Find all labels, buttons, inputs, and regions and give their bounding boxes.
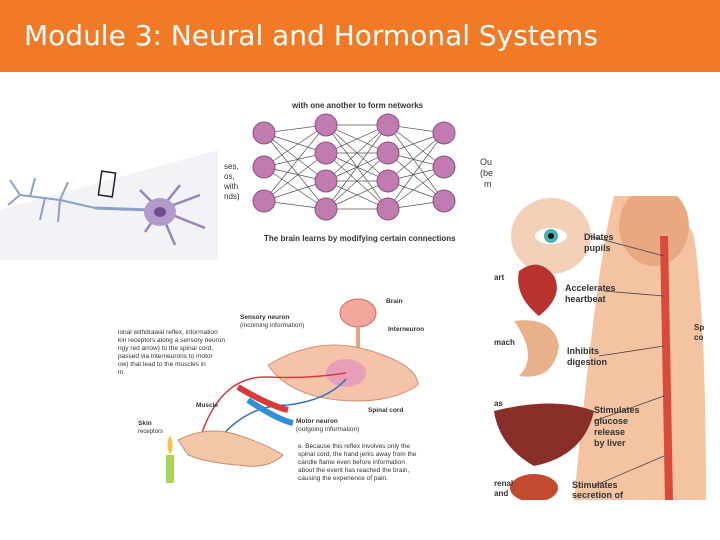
skin-label-2: receptors bbox=[138, 429, 163, 435]
organ-fragment-stomach: mach bbox=[494, 338, 515, 347]
spinal-cord-label: Spinal cord bbox=[368, 407, 403, 414]
network-connection bbox=[387, 132, 445, 182]
sensory-neuron-label: Sensory neuron bbox=[240, 314, 290, 321]
organ-fragment-adrenal: renal bbox=[494, 479, 513, 488]
network-node bbox=[252, 155, 276, 179]
organ-fragment-heart: art bbox=[494, 273, 505, 282]
network-right-fragment-3: m bbox=[484, 179, 492, 189]
network-connection bbox=[263, 124, 327, 168]
network-node bbox=[252, 189, 276, 213]
network-connection bbox=[387, 124, 445, 168]
effect-liver-3: release bbox=[594, 427, 625, 437]
reflex-left-text-3: ngy red arrow) to the spinal cord, bbox=[118, 345, 213, 352]
network-connection bbox=[387, 132, 445, 210]
reflex-arc-figure: ional withdrawal reflex, information kin… bbox=[118, 295, 438, 495]
network-connection bbox=[387, 124, 445, 202]
reflex-bottom-text-4: about the event has reached the brain, bbox=[298, 467, 409, 474]
reflex-bottom-text-2: spinal cord, the hand jerks away from th… bbox=[298, 451, 417, 458]
effect-inhibits-1: Inhibits bbox=[567, 346, 599, 356]
reflex-left-text-4: passed via interneurons to motor bbox=[118, 353, 213, 360]
reflex-bottom-text-3: candle flame even before information bbox=[298, 459, 405, 466]
neural-network-figure: with one another to form networks ses, o… bbox=[224, 95, 506, 250]
network-node bbox=[432, 121, 456, 145]
network-node bbox=[376, 197, 400, 221]
motor-neuron-label: Motor neuron bbox=[296, 418, 338, 425]
network-connection bbox=[325, 152, 389, 210]
effect-accelerates-2: heartbeat bbox=[565, 294, 606, 304]
network-left-fragment-1: ses, bbox=[224, 162, 239, 171]
network-connection bbox=[263, 124, 327, 202]
network-node bbox=[376, 113, 400, 137]
sensory-neuron-sub: (incoming information) bbox=[240, 322, 304, 329]
network-node bbox=[376, 141, 400, 165]
muscle-label: Muscle bbox=[196, 402, 218, 409]
effect-liver-1: Stimulates bbox=[594, 405, 640, 415]
spinal-fragment-1: Sp bbox=[694, 323, 704, 332]
network-connection bbox=[263, 166, 327, 210]
network-top-caption: with one another to form networks bbox=[291, 101, 424, 110]
reflex-left-text-1: ional withdrawal reflex, information bbox=[118, 329, 218, 336]
network-connection bbox=[387, 152, 445, 202]
network-node bbox=[376, 169, 400, 193]
network-connection bbox=[263, 132, 327, 182]
reflex-left-text-2: kin receptors along a sensory neuron bbox=[118, 337, 225, 344]
network-connection bbox=[325, 124, 389, 182]
network-node bbox=[314, 141, 338, 165]
network-left-fragment-2: os, bbox=[224, 172, 235, 181]
interneuron-label: Interneuron bbox=[388, 326, 424, 333]
motor-neuron-sub: (outgoing information) bbox=[296, 426, 359, 433]
network-connection bbox=[325, 124, 389, 210]
autonomic-system-figure: Dilates pupils Accelerates heartbeat Inh… bbox=[494, 196, 706, 500]
neuron-illustration bbox=[0, 150, 218, 260]
network-node bbox=[314, 197, 338, 221]
organ-fragment-pancreas: as bbox=[494, 399, 503, 408]
effect-secretion-2: secretion of bbox=[572, 490, 624, 500]
effect-inhibits-2: digestion bbox=[567, 357, 607, 367]
effect-dilates-1: Dilates bbox=[584, 232, 614, 242]
network-bottom-caption: The brain learns by modifying certain co… bbox=[264, 234, 456, 243]
effect-liver-2: glucose bbox=[594, 416, 628, 426]
organ-fragment-and: and bbox=[494, 489, 508, 498]
network-right-fragment-2: (be bbox=[480, 168, 493, 178]
network-node bbox=[432, 189, 456, 213]
reflex-bottom-text-5: causing the experience of pain. bbox=[298, 475, 388, 482]
brain-label: Brain bbox=[386, 298, 403, 305]
network-node bbox=[252, 121, 276, 145]
network-left-fragment-3: with bbox=[224, 182, 238, 191]
reflex-left-text-5: ow) that lead to the muscles in bbox=[118, 361, 206, 368]
network-right-fragment-1: Ou bbox=[480, 157, 492, 167]
effect-secretion-1: Stimulates bbox=[572, 480, 618, 490]
network-connection bbox=[263, 152, 327, 202]
effect-liver-4: by liver bbox=[594, 438, 626, 448]
reflex-left-text-6: m. bbox=[118, 369, 125, 376]
network-connection bbox=[387, 166, 445, 210]
network-node bbox=[314, 169, 338, 193]
network-node bbox=[432, 155, 456, 179]
network-node bbox=[314, 113, 338, 137]
effect-accelerates-1: Accelerates bbox=[565, 283, 616, 293]
spinal-fragment-2: co bbox=[694, 333, 703, 342]
network-left-fragment-4: nds) bbox=[224, 192, 240, 201]
effect-dilates-2: pupils bbox=[584, 243, 611, 253]
reflex-bottom-text-1: e. Because this reflex involves only the bbox=[298, 443, 410, 450]
network-connection bbox=[263, 132, 327, 210]
slide-title: Module 3: Neural and Hormonal Systems bbox=[0, 0, 720, 72]
skin-label: Skin bbox=[138, 420, 152, 427]
